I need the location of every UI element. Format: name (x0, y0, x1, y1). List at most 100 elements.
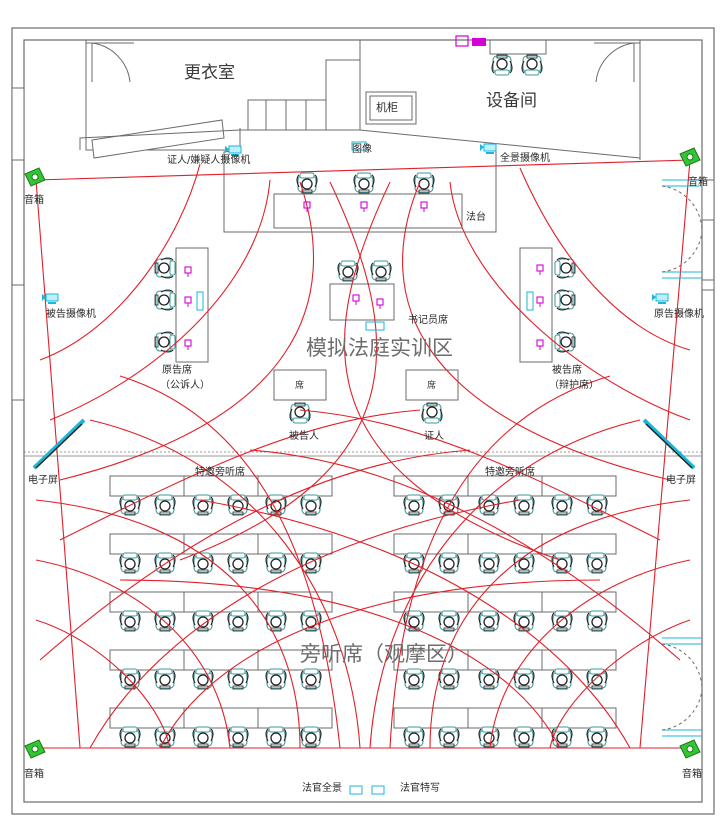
chair-icon (192, 610, 214, 632)
desk (257, 533, 333, 555)
chair-icon (438, 552, 460, 574)
chair-icon (554, 257, 576, 279)
chair-icon (554, 331, 576, 353)
witness-camera-label: 证人/嫌疑人摄像机 (167, 155, 251, 166)
left-screen-label: 电子屏 (28, 475, 58, 486)
chair-icon (227, 668, 249, 690)
chair-icon (513, 726, 535, 748)
chair-icon (227, 494, 249, 516)
chair-icon (370, 260, 392, 282)
chair-icon (478, 610, 500, 632)
special-audience-right-label: 特邀旁听席 (485, 467, 535, 478)
stage-microphones (184, 35, 544, 351)
desk (467, 533, 543, 555)
equipment-room-label: 设备间 (486, 91, 537, 111)
chair-icon (154, 726, 176, 748)
desk (467, 707, 543, 729)
desk (183, 707, 259, 729)
defense-seat-sublabel: （辩护席） (549, 380, 599, 391)
chair-icon (300, 726, 322, 748)
chair-icon (119, 668, 141, 690)
side-doors (661, 179, 703, 737)
chair-icon (227, 726, 249, 748)
desk (183, 533, 259, 555)
speaker-bottom-left-label: 音箱 (24, 769, 44, 780)
chair-icon (353, 172, 375, 194)
desk (467, 591, 543, 613)
witness-label: 证人 (424, 431, 444, 442)
desk (257, 649, 333, 671)
chair-icon (438, 668, 460, 690)
speaker-icon (679, 739, 701, 759)
chair-icon (192, 552, 214, 574)
desk (109, 475, 185, 497)
chair-icon (265, 726, 287, 748)
chair-icon (265, 668, 287, 690)
chair-icon (586, 668, 608, 690)
audience-desks (109, 475, 617, 729)
bench-label: 法台 (466, 212, 486, 223)
chair-icon (478, 552, 500, 574)
audience-zone-title: 旁听席（观摩区） (300, 642, 468, 666)
chair-icon (154, 494, 176, 516)
chair-icon (300, 668, 322, 690)
image-label: 图像 (352, 144, 372, 155)
desk (541, 533, 617, 555)
speaker-icon (24, 739, 46, 759)
chair-icon (119, 552, 141, 574)
desk (541, 475, 617, 497)
chair-icon (478, 726, 500, 748)
speaker-icon (24, 167, 46, 187)
clerk-label: 书记员席 (408, 315, 448, 326)
chair-icon (289, 402, 311, 424)
equipment-room (365, 39, 641, 160)
speaker-icon (679, 147, 701, 167)
defendant-camera-label: 被告摄像机 (46, 309, 96, 320)
chair-icon (513, 494, 535, 516)
speaker-bottom-right-label: 音箱 (682, 769, 702, 780)
chair-icon (551, 726, 573, 748)
changing-room (85, 40, 361, 159)
chair-icon (491, 54, 513, 76)
chair-icon (403, 726, 425, 748)
chair-icon (154, 668, 176, 690)
chair-icon (154, 257, 176, 279)
chair-icon (265, 610, 287, 632)
desk (541, 649, 617, 671)
speakers (24, 147, 701, 759)
desk (541, 591, 617, 613)
desk (109, 649, 185, 671)
chair-icon (192, 494, 214, 516)
outer-walls (11, 27, 715, 815)
witness-desk-label: 席 (427, 381, 437, 391)
court-zone-title: 模拟法庭实训区 (306, 336, 453, 360)
chair-icon (521, 54, 543, 76)
chair-icon (403, 668, 425, 690)
chair-icon (478, 668, 500, 690)
chair-icon (265, 552, 287, 574)
monitors (196, 141, 534, 795)
defendant-label: 被告人 (289, 431, 319, 442)
plaintiff-camera-label: 原告摄像机 (654, 309, 704, 320)
judge-panorama-label: 法官全景 (302, 783, 342, 794)
speaker-top-left-label: 音箱 (24, 195, 44, 206)
panorama-camera-label: 全景摄像机 (500, 153, 550, 164)
chair-icon (586, 552, 608, 574)
desk (393, 533, 469, 555)
chair-icon (119, 726, 141, 748)
cabinet-label: 机柜 (376, 101, 398, 114)
chair-icon (154, 552, 176, 574)
desk (467, 649, 543, 671)
panorama-camera-icon (479, 143, 497, 155)
defendant-desk-label: 席 (295, 381, 305, 391)
electronic-screens (32, 418, 696, 470)
chair-icon (513, 668, 535, 690)
chair-icon (438, 610, 460, 632)
chair-icon (513, 610, 535, 632)
chair-icon (554, 289, 576, 311)
chair-icon (154, 331, 176, 353)
desk (541, 707, 617, 729)
chair-icon (403, 494, 425, 516)
chair-icon (192, 726, 214, 748)
